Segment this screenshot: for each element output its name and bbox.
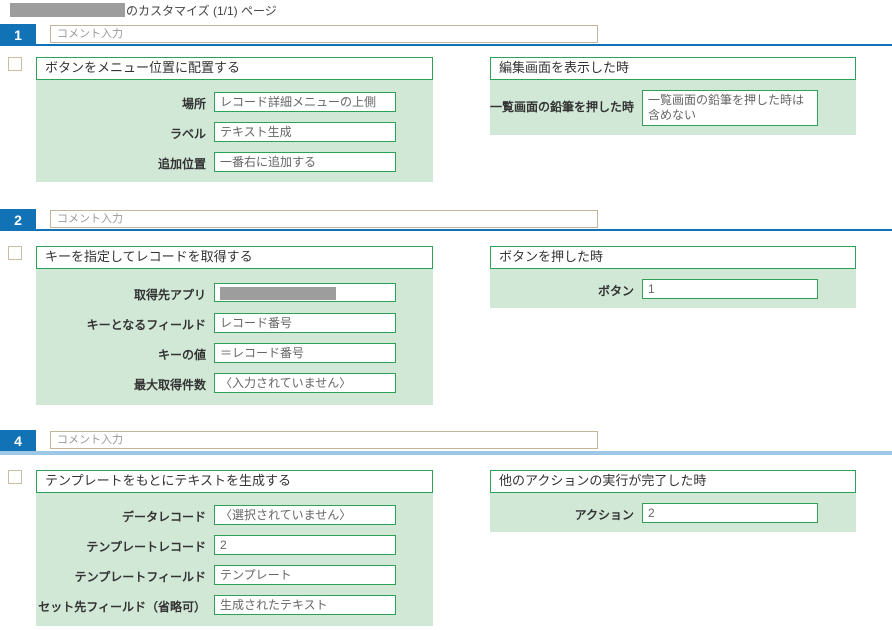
action-panel-title: テンプレートをもとにテキストを生成する [36,470,433,493]
trigger-panel-body: アクション 2 [490,493,856,532]
field-input[interactable]: 一番右に追加する [214,152,396,172]
field-label: 取得先アプリ [133,288,206,302]
field-label: キーとなるフィールド [86,318,206,332]
trigger-panel-body: 一覧画面の鉛筆を押した時 一覧画面の鉛筆を押した時は含めない [490,80,856,135]
trigger-panel: 他のアクションの実行が完了した時 アクション 2 [490,470,856,532]
action-panel: ボタンをメニュー位置に配置する 場所 レコード詳細メニューの上側 ラベル テキス… [36,57,433,182]
field-row: キーの値 ＝レコード番号 [36,343,433,363]
action-panel-body: 場所 レコード詳細メニューの上側 ラベル テキスト生成 追加位置 一番右に追加す… [36,80,433,182]
section-checkbox[interactable] [8,470,22,484]
field-input[interactable]: 2 [642,503,818,523]
field-input[interactable]: 〈選択されていません〉 [214,505,396,525]
action-panel: キーを指定してレコードを取得する 取得先アプリ キーとなるフィールド レコード番… [36,246,433,405]
field-label: テンプレートレコード [86,540,206,554]
section-number-badge: 2 [0,209,36,231]
field-row: セット先フィールド（省略可） 生成されたテキスト [36,595,433,615]
field-label: 場所 [181,97,206,111]
action-panel-body: データレコード 〈選択されていません〉 テンプレートレコード 2 テンプレートフ… [36,493,433,626]
section-number-badge: 4 [0,430,36,452]
trigger-panel-title: ボタンを押した時 [490,246,856,269]
field-input[interactable] [214,283,396,302]
field-label: セット先フィールド（省略可） [38,600,206,614]
section-divider [0,44,892,46]
action-panel-body: 取得先アプリ キーとなるフィールド レコード番号 キーの値 ＝レコード番号 最大… [36,269,433,405]
field-row: テンプレートレコード 2 [36,535,433,555]
section-checkbox[interactable] [8,246,22,260]
section-divider [0,229,892,231]
comment-input[interactable] [50,210,598,228]
field-row: 場所 レコード詳細メニューの上側 [36,92,433,112]
field-row: データレコード 〈選択されていません〉 [36,505,433,525]
field-label: アクション [574,508,634,522]
field-input[interactable]: 一覧画面の鉛筆を押した時は含めない [642,90,818,126]
redacted-value [220,287,336,300]
field-input[interactable]: 生成されたテキスト [214,595,396,615]
field-label: ラベル [169,127,206,141]
section-checkbox[interactable] [8,57,22,71]
field-input[interactable]: レコード番号 [214,313,396,333]
field-input[interactable]: テンプレート [214,565,396,585]
field-label: 一覧画面の鉛筆を押した時 [490,100,635,114]
field-row: 一覧画面の鉛筆を押した時 一覧画面の鉛筆を押した時は含めない [490,90,856,126]
field-input[interactable]: ＝レコード番号 [214,343,396,363]
trigger-panel-body: ボタン 1 [490,269,856,308]
trigger-panel-title: 他のアクションの実行が完了した時 [490,470,856,493]
trigger-panel: ボタンを押した時 ボタン 1 [490,246,856,308]
field-label: 最大取得件数 [133,378,206,392]
section-divider [0,451,892,455]
field-row: キーとなるフィールド レコード番号 [36,313,433,333]
app-name-redacted [10,3,125,17]
field-row: 最大取得件数 〈入力されていません〉 [36,373,433,393]
section-number-badge: 1 [0,24,36,46]
page-title-suffix: のカスタマイズ (1/1) ページ [126,3,277,18]
action-panel: テンプレートをもとにテキストを生成する データレコード 〈選択されていません〉 … [36,470,433,626]
trigger-panel-title: 編集画面を表示した時 [490,57,856,80]
field-row: アクション 2 [490,503,856,523]
comment-input[interactable] [50,25,598,43]
field-input[interactable]: テキスト生成 [214,122,396,142]
page-title: のカスタマイズ (1/1) ページ [10,2,277,18]
field-label: 追加位置 [157,157,206,171]
field-input[interactable]: 2 [214,535,396,555]
field-row: テンプレートフィールド テンプレート [36,565,433,585]
action-panel-title: キーを指定してレコードを取得する [36,246,433,269]
field-row: 追加位置 一番右に追加する [36,152,433,172]
field-label: ボタン [597,284,634,298]
field-input[interactable]: 〈入力されていません〉 [214,373,396,393]
field-row: ボタン 1 [490,279,856,299]
field-label: テンプレートフィールド [74,570,206,584]
field-input[interactable]: 1 [642,279,818,299]
comment-input[interactable] [50,431,598,449]
field-label: キーの値 [157,348,206,362]
field-row: 取得先アプリ [36,283,433,303]
action-panel-title: ボタンをメニュー位置に配置する [36,57,433,80]
field-label: データレコード [121,510,206,524]
field-row: ラベル テキスト生成 [36,122,433,142]
trigger-panel: 編集画面を表示した時 一覧画面の鉛筆を押した時 一覧画面の鉛筆を押した時は含めな… [490,57,856,135]
field-input[interactable]: レコード詳細メニューの上側 [214,92,396,112]
